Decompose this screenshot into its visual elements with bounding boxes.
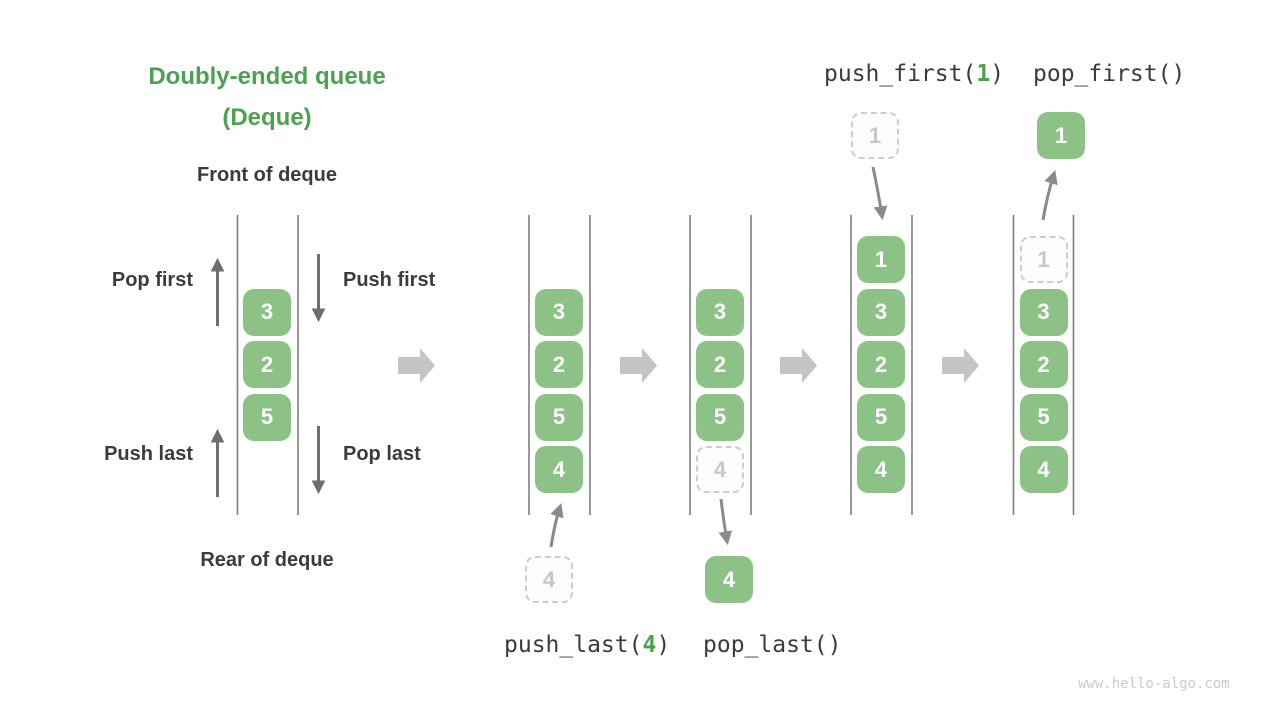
- deque-item: 3: [857, 288, 905, 336]
- push-last-label: Push last: [104, 443, 193, 465]
- push-first-call-suffix: ): [990, 61, 1005, 87]
- pop-last-label: Pop last: [343, 443, 421, 465]
- deque-item: 3: [1019, 288, 1068, 336]
- front-of-deque-label: Front of deque: [197, 164, 337, 186]
- push-last-transfer-arrow-icon: [549, 503, 564, 548]
- deque-item: 2: [696, 341, 744, 388]
- deque-item: 4: [857, 446, 905, 493]
- outgoing-item: 4: [705, 556, 753, 603]
- deque-item: 3: [243, 288, 291, 336]
- deque-item-ghost: 1: [1019, 236, 1068, 283]
- deque-item: 2: [1019, 341, 1068, 388]
- push-last-call-prefix: push_last(: [504, 632, 643, 658]
- deque-item: 2: [857, 341, 905, 388]
- deque-item: 5: [243, 393, 291, 441]
- diagram-title: Doubly-ended queue (Deque): [67, 56, 467, 138]
- pop-first-call-label: pop_first(): [1033, 61, 1186, 87]
- deque-item: 3: [696, 288, 744, 336]
- deque-item: 4: [535, 446, 583, 493]
- deque-item: 2: [535, 341, 583, 388]
- incoming-item-ghost: 4: [525, 556, 573, 603]
- push-last-call-label: push_last(4): [504, 632, 670, 658]
- state-transition-arrow-icon: [398, 348, 435, 383]
- diagram-title-line2: (Deque): [222, 104, 312, 131]
- incoming-item-ghost: 1: [851, 112, 899, 159]
- deque-item: 1: [857, 236, 905, 283]
- diagram-title-line1: Doubly-ended queue: [148, 63, 386, 90]
- deque-item: 5: [1019, 393, 1068, 441]
- push-first-call-prefix: push_first(: [824, 61, 977, 87]
- state-transition-arrow-icon: [620, 348, 657, 383]
- deque-item: 3: [535, 288, 583, 336]
- pop-first-label: Pop first: [111, 269, 193, 291]
- deque-item-ghost: 4: [696, 446, 744, 493]
- push-first-transfer-arrow-icon: [871, 166, 888, 221]
- push-last-call-arg: 4: [642, 632, 657, 658]
- outgoing-item: 1: [1037, 112, 1085, 159]
- pop-first-transfer-arrow-icon: [1041, 170, 1058, 221]
- rear-of-deque-label: Rear of deque: [200, 549, 334, 571]
- push-first-call-label: push_first(1): [824, 61, 1004, 87]
- deque-item: 5: [857, 393, 905, 441]
- deque-item: 5: [535, 393, 583, 441]
- watermark: www.hello-algo.com: [1078, 676, 1230, 692]
- pop-last-transfer-arrow-icon: [718, 498, 733, 546]
- pop-last-call-label: pop_last(): [703, 632, 842, 658]
- deque-item: 4: [1019, 446, 1068, 493]
- push-first-label: Push first: [343, 269, 436, 291]
- queue-walls: [236, 215, 1075, 515]
- push-first-call-arg: 1: [976, 61, 991, 87]
- state-transition-arrow-icon: [780, 348, 817, 383]
- state-transition-arrow-icon: [942, 348, 979, 383]
- push-last-call-suffix: ): [656, 632, 671, 658]
- deque-item: 5: [696, 393, 744, 441]
- deque-item: 2: [243, 341, 291, 388]
